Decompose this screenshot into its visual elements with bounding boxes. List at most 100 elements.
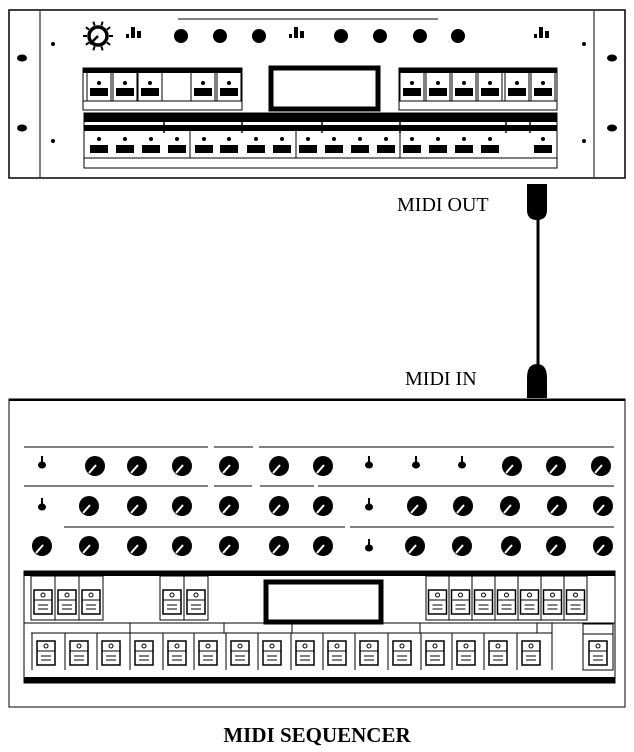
sequencer-key <box>36 640 56 666</box>
lower-strip <box>83 112 558 169</box>
led <box>149 137 153 141</box>
knob-tick <box>92 46 96 51</box>
rotary-knob <box>172 456 192 476</box>
rotary-knob <box>219 496 239 516</box>
panel-dot <box>582 139 586 143</box>
top-edge <box>9 399 625 401</box>
rotary-knob <box>269 536 289 556</box>
led <box>488 81 492 85</box>
led <box>97 81 101 85</box>
rack-hole <box>607 124 617 132</box>
key-button <box>534 145 552 153</box>
panel-bottom-bar <box>24 677 615 683</box>
rotary-knob <box>313 536 333 556</box>
led <box>488 137 492 141</box>
led <box>384 137 388 141</box>
lcd-display <box>263 579 384 625</box>
sequencer-key <box>262 640 282 666</box>
key-button <box>220 88 238 96</box>
lower-bar-2 <box>84 125 557 131</box>
rotary-knob <box>219 536 239 556</box>
sequencer-key <box>295 640 315 666</box>
knob-tick <box>106 41 111 46</box>
midi-in-plug <box>527 364 547 398</box>
led <box>541 81 545 85</box>
rotary-knob <box>219 456 239 476</box>
led <box>280 137 284 141</box>
toggle-switch <box>38 456 46 469</box>
key-button <box>273 145 291 153</box>
rotary-knob <box>79 536 99 556</box>
led <box>254 137 258 141</box>
lower-bar-1 <box>84 113 557 122</box>
sequencer-key <box>327 640 347 666</box>
rotary-knob <box>453 496 473 516</box>
knob-tick <box>85 41 90 46</box>
led <box>462 81 466 85</box>
key-button <box>455 145 473 153</box>
rotary-knob <box>500 496 520 516</box>
toggle-switch <box>365 539 373 552</box>
sequencer-key <box>186 589 206 615</box>
round-button <box>413 29 427 43</box>
led <box>97 137 101 141</box>
rotary-knob <box>501 536 521 556</box>
round-button <box>334 29 348 43</box>
led <box>436 81 440 85</box>
midi-sound-module <box>8 9 626 179</box>
led <box>201 81 205 85</box>
round-button <box>373 29 387 43</box>
knob-tick <box>100 46 104 51</box>
led <box>515 81 519 85</box>
sequencer-key <box>425 640 445 666</box>
panel-top-bar <box>24 571 615 576</box>
round-button <box>213 29 227 43</box>
rotary-knob <box>313 496 333 516</box>
led <box>410 81 414 85</box>
rotary-knob <box>127 536 147 556</box>
sequencer-key <box>496 589 517 615</box>
key-button <box>220 145 238 153</box>
rotary-knob <box>547 496 567 516</box>
rotary-knob <box>593 536 613 556</box>
key-button <box>508 88 526 96</box>
key-button <box>429 145 447 153</box>
key-button <box>90 145 108 153</box>
sequencer-key <box>162 589 182 615</box>
key-button <box>194 88 212 96</box>
key-button <box>429 88 447 96</box>
midi-in-label: MIDI IN <box>405 368 477 390</box>
rotary-knob <box>502 456 522 476</box>
sequencer-key <box>456 640 476 666</box>
led <box>332 137 336 141</box>
rotary-knob <box>79 496 99 516</box>
panel-dot <box>582 42 586 46</box>
rotary-knob <box>593 496 613 516</box>
knob-tick <box>85 26 90 31</box>
sequencer-key <box>69 640 89 666</box>
midi-out-plug <box>527 184 547 220</box>
rotary-knob <box>269 496 289 516</box>
sequencer-key <box>542 589 563 615</box>
key-button <box>141 88 159 96</box>
sequencer-key <box>198 640 218 666</box>
sequencer-key <box>519 589 540 615</box>
rotary-knob <box>32 536 52 556</box>
toggle-switch <box>365 498 373 511</box>
toggle-switch <box>38 498 46 511</box>
sequencer-key <box>81 589 101 615</box>
led <box>462 137 466 141</box>
key-button <box>481 88 499 96</box>
led <box>175 137 179 141</box>
led <box>227 81 231 85</box>
led <box>227 137 231 141</box>
rotary-knob <box>405 536 425 556</box>
sequencer-key <box>134 640 154 666</box>
sequencer-key <box>565 589 586 615</box>
panel-dot <box>51 42 55 46</box>
level-meter-icon <box>126 27 141 38</box>
sequencer-key <box>57 589 77 615</box>
midi-sequencer-unit <box>8 398 626 708</box>
level-meter-icon <box>534 27 549 38</box>
